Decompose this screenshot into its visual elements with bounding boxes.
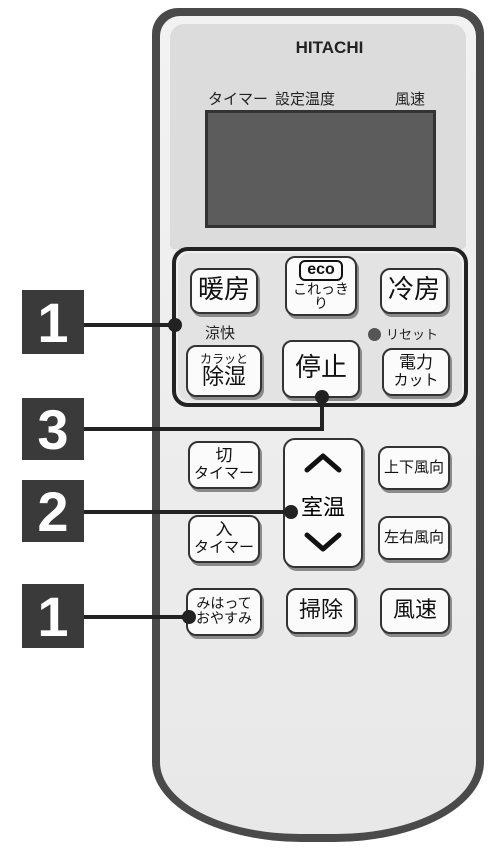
- callout-1-bottom: 1: [22, 584, 84, 648]
- reset-label: リセット: [386, 328, 439, 343]
- cool-button[interactable]: 冷房: [380, 268, 448, 314]
- brand-logo: HITACHI: [295, 38, 364, 57]
- stop-button-label: 停止: [294, 353, 347, 384]
- temp-down-icon: [304, 532, 342, 552]
- stop-button[interactable]: 停止: [282, 340, 360, 398]
- sleep-timer-button[interactable]: みはって おやすみ: [186, 588, 262, 636]
- on-timer-button[interactable]: 入 タイマー: [188, 515, 260, 563]
- clean-button[interactable]: 掃除: [286, 588, 356, 634]
- cool-comfort-tag: 涼快: [205, 324, 236, 342]
- sleep-top-label: みはって: [196, 596, 252, 613]
- off-timer-bottom-label: タイマー: [193, 464, 254, 483]
- dehumid-label: 除湿: [201, 364, 246, 390]
- heat-button[interactable]: 暖房: [190, 268, 258, 314]
- up-down-fan-button[interactable]: 上下風向: [378, 446, 450, 490]
- off-timer-button[interactable]: 切 タイマー: [188, 441, 260, 489]
- clean-button-label: 掃除: [298, 598, 343, 624]
- callout-2-leader: [78, 510, 290, 514]
- eco-button-sub: これっきり: [293, 281, 349, 313]
- on-timer-bottom-label: タイマー: [193, 538, 254, 557]
- heat-button-label: 暖房: [197, 275, 250, 306]
- lcd-label-timer: タイマー: [208, 90, 269, 108]
- power-cut-button[interactable]: 電力 カット: [382, 348, 450, 396]
- lcd-label-fan: 風速: [395, 90, 426, 108]
- temp-up-icon: [304, 453, 342, 473]
- lcd-label-set-temp: 設定温度: [275, 90, 336, 108]
- reset-button[interactable]: [368, 328, 381, 341]
- callout-3-leader: [78, 427, 324, 431]
- dehumid-top-label: カラッと: [199, 352, 248, 367]
- room-temp-rocker[interactable]: 室温: [283, 438, 363, 568]
- power-cut-bottom-label: カット: [393, 371, 439, 390]
- callout-2: 2: [22, 480, 84, 543]
- callout-3-dot: [315, 390, 329, 404]
- left-right-fan-button[interactable]: 左右風向: [378, 516, 450, 560]
- eco-button[interactable]: eco これっきり: [285, 256, 357, 316]
- callout-1b-leader: [78, 615, 188, 619]
- eco-logo: eco: [299, 259, 343, 281]
- up-down-fan-label: 上下風向: [383, 458, 444, 477]
- fan-speed-button-label: 風速: [392, 598, 437, 624]
- lcd-screen: [205, 110, 436, 228]
- cool-button-label: 冷房: [387, 275, 440, 306]
- on-timer-top-label: 入: [215, 520, 233, 541]
- room-temp-label: 室温: [300, 496, 345, 521]
- sleep-bottom-label: おやすみ: [196, 611, 252, 627]
- fan-speed-button[interactable]: 風速: [380, 588, 450, 634]
- off-timer-top-label: 切: [215, 446, 233, 467]
- power-cut-top-label: 電力: [399, 353, 433, 374]
- callout-2-dot: [284, 505, 298, 519]
- callout-1-leader: [78, 323, 176, 327]
- left-right-fan-label: 左右風向: [383, 528, 444, 547]
- callout-1b-dot: [182, 610, 196, 624]
- callout-1-dot: [168, 318, 182, 332]
- callout-3: 3: [22, 398, 84, 461]
- callout-1-top: 1: [22, 290, 84, 354]
- callout-3-leader-vertical: [320, 397, 324, 431]
- dehumid-button[interactable]: カラッと 除湿: [186, 345, 262, 397]
